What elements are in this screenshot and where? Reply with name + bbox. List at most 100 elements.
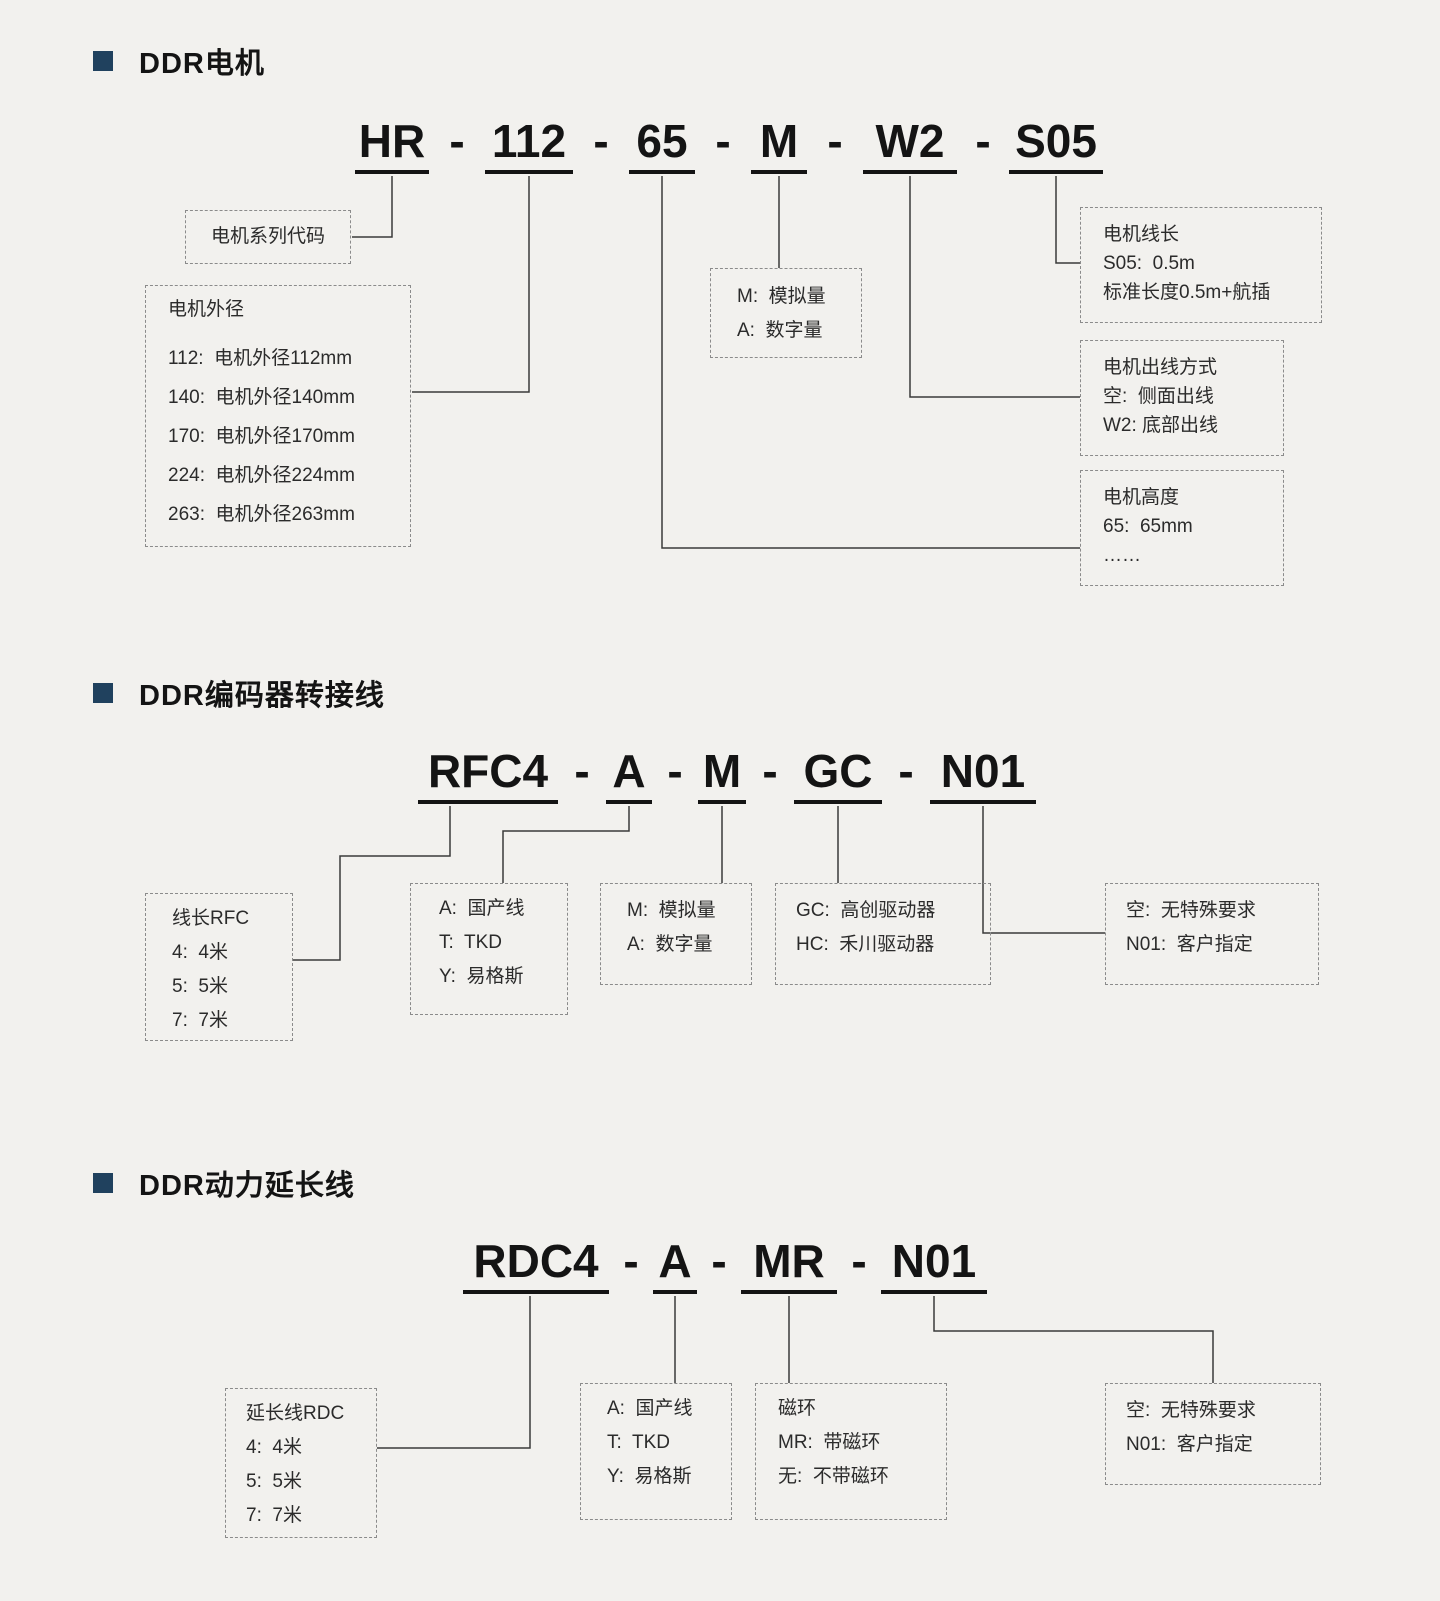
legend-box-power-length: 延长线RDC 4: 4米 5: 5米 7: 7米: [225, 1388, 377, 1538]
connector-line: [909, 176, 1080, 398]
section-header-ddr-power-cable: DDR动力延长线: [93, 1164, 355, 1202]
legend-box-motor-outlet: 电机出线方式 空: 侧面出线 W2: 底部出线: [1080, 340, 1284, 456]
legend-item: S05: 0.5m: [1103, 253, 1195, 274]
code-separator: -: [623, 1235, 639, 1287]
legend-item: 空: 侧面出线: [1103, 386, 1214, 407]
legend-item: 4: 4米: [172, 942, 228, 963]
connector-line: [412, 176, 530, 393]
legend-item: M: 模拟量: [737, 286, 826, 307]
legend-box-encoder-brand: A: 国产线 T: TKD Y: 易格斯: [410, 883, 568, 1015]
section-header-ddr-motor: DDR电机: [93, 42, 265, 80]
legend-item: 7: 7米: [172, 1010, 228, 1031]
code-segment: A: [653, 1234, 697, 1294]
code-segment: N01: [881, 1234, 987, 1294]
legend-box-title: 电机系列代码: [210, 226, 325, 247]
code-separator: -: [667, 745, 683, 797]
code-segment: HR: [355, 114, 429, 174]
legend-item: M: 模拟量: [627, 900, 716, 921]
legend-box-title: 电机线长: [1103, 224, 1180, 245]
code-separator: -: [715, 115, 731, 167]
legend-item: N01: 客户指定: [1126, 934, 1253, 955]
legend-box-power-ring: 磁环 MR: 带磁环 无: 不带磁环: [755, 1383, 947, 1520]
connector-line: [982, 806, 1105, 934]
code-separator: -: [827, 115, 843, 167]
legend-item: 263: 电机外径263mm: [168, 504, 355, 525]
legend-item: 65: 65mm: [1103, 516, 1193, 537]
code-separator: -: [574, 745, 590, 797]
code-segment: A: [606, 744, 652, 804]
code-segment: GC: [794, 744, 882, 804]
legend-item: ……: [1103, 545, 1141, 566]
legend-box-motor-signal: M: 模拟量 A: 数字量: [710, 268, 862, 358]
legend-box-motor-cable-length: 电机线长 S05: 0.5m 标准长度0.5m+航插: [1080, 207, 1322, 323]
legend-box-title: 磁环: [778, 1398, 817, 1419]
connector-line: [352, 176, 393, 238]
legend-item: 112: 电机外径112mm: [168, 348, 353, 369]
code-segment: RDC4: [463, 1234, 609, 1294]
section-title: DDR电机: [139, 48, 265, 80]
legend-box-encoder-signal: M: 模拟量 A: 数字量: [600, 883, 752, 985]
legend-box-encoder-driver: GC: 高创驱动器 HC: 禾川驱动器: [775, 883, 991, 985]
legend-item: A: 数字量: [627, 934, 713, 955]
legend-box-motor-height: 电机高度 65: 65mm ……: [1080, 470, 1284, 586]
legend-box-title: 电机外径: [168, 299, 245, 320]
legend-box-power-brand: A: 国产线 T: TKD Y: 易格斯: [580, 1383, 732, 1520]
code-segment: MR: [741, 1234, 837, 1294]
connector-line: [1055, 176, 1080, 264]
section-bullet-icon: [93, 683, 113, 703]
code-segment: M: [751, 114, 807, 174]
legend-box-encoder-special: 空: 无特殊要求 N01: 客户指定: [1105, 883, 1319, 985]
code-separator: -: [851, 1235, 867, 1287]
legend-box-title: 延长线RDC: [246, 1403, 345, 1424]
model-code-encoder-cable: RFC4 - A - M - GC - N01: [0, 744, 1440, 806]
section-header-ddr-encoder-cable: DDR编码器转接线: [93, 674, 385, 712]
legend-item: 标准长度0.5m+航插: [1103, 282, 1271, 303]
code-separator: -: [593, 115, 609, 167]
legend-box-power-special: 空: 无特殊要求 N01: 客户指定: [1105, 1383, 1321, 1485]
code-segment: S05: [1009, 114, 1103, 174]
legend-item: A: 国产线: [607, 1398, 693, 1419]
legend-box-encoder-length: 线长RFC 4: 4米 5: 5米 7: 7米: [145, 893, 293, 1041]
legend-item: A: 数字量: [737, 320, 823, 341]
legend-item: Y: 易格斯: [607, 1466, 692, 1487]
code-segment: M: [698, 744, 746, 804]
legend-item: 140: 电机外径140mm: [168, 387, 355, 408]
legend-item: MR: 带磁环: [778, 1432, 881, 1453]
code-separator: -: [449, 115, 465, 167]
legend-item: HC: 禾川驱动器: [796, 934, 935, 955]
legend-item: Y: 易格斯: [439, 966, 524, 987]
code-segment: 65: [629, 114, 695, 174]
legend-item: 224: 电机外径224mm: [168, 465, 355, 486]
code-separator: -: [898, 745, 914, 797]
legend-box-title: 电机出线方式: [1103, 357, 1218, 378]
legend-item: 5: 5米: [246, 1471, 302, 1492]
legend-item: 空: 无特殊要求: [1126, 900, 1256, 921]
legend-item: 4: 4米: [246, 1437, 302, 1458]
legend-item: T: TKD: [607, 1432, 670, 1453]
legend-item: N01: 客户指定: [1126, 1434, 1253, 1455]
section-title: DDR编码器转接线: [139, 680, 385, 712]
section-title: DDR动力延长线: [139, 1170, 355, 1202]
legend-item: W2: 底部出线: [1103, 415, 1219, 436]
legend-box-motor-diameter: 电机外径 112: 电机外径112mm 140: 电机外径140mm 170: …: [145, 285, 411, 547]
legend-item: 7: 7米: [246, 1505, 302, 1526]
section-bullet-icon: [93, 51, 113, 71]
model-code-motor: HR - 112 - 65 - M - W2 - S05: [0, 114, 1440, 176]
legend-box-title: 线长RFC: [172, 908, 250, 929]
code-segment: N01: [930, 744, 1036, 804]
legend-item: A: 国产线: [439, 898, 525, 919]
connector-line: [661, 176, 1080, 549]
legend-item: T: TKD: [439, 932, 502, 953]
legend-item: 170: 电机外径170mm: [168, 426, 355, 447]
legend-box-motor-series: 电机系列代码: [185, 210, 351, 264]
code-separator: -: [711, 1235, 727, 1287]
code-segment: 112: [485, 114, 573, 174]
section-bullet-icon: [93, 1173, 113, 1193]
code-segment: RFC4: [418, 744, 558, 804]
model-code-power-cable: RDC4 - A - MR - N01: [0, 1234, 1440, 1296]
connector-line: [377, 1296, 531, 1449]
legend-item: 5: 5米: [172, 976, 228, 997]
connector-line: [502, 806, 630, 883]
legend-item: 无: 不带磁环: [778, 1466, 889, 1487]
connector-line: [933, 1296, 1214, 1383]
